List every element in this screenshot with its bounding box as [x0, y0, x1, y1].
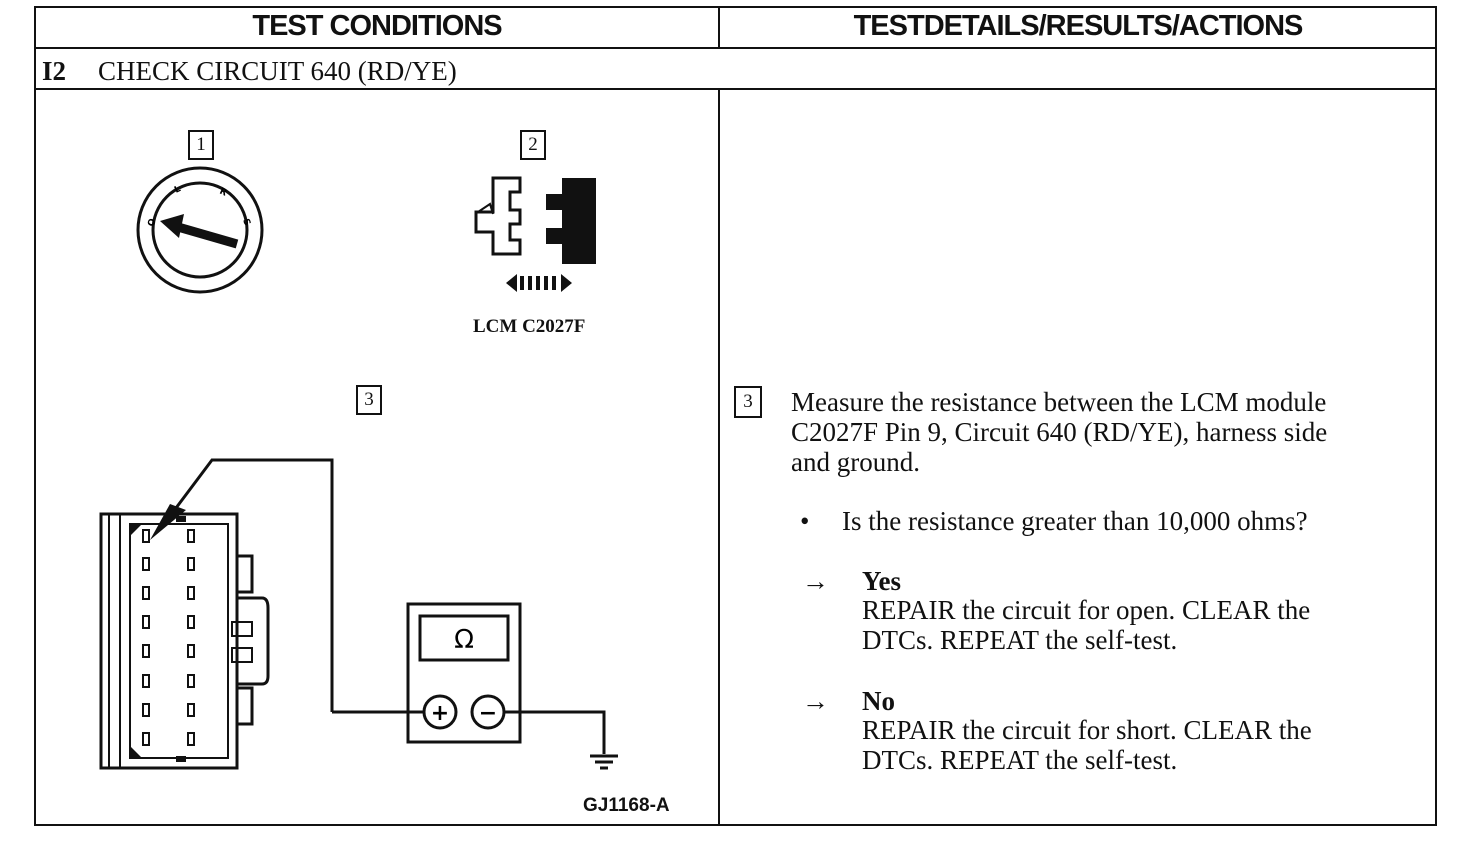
question-bullet: • [800, 506, 810, 536]
plus-terminal: + [431, 701, 449, 726]
ignition-switch-icon: O L R S [136, 166, 264, 294]
yes-arrow: → [802, 566, 829, 596]
connector-caption: LCM C2027F [473, 316, 586, 337]
probe-lead [150, 458, 334, 712]
header-test-conditions: TEST CONDITIONS [252, 10, 502, 42]
step-id: I2 [42, 56, 67, 86]
instruction-line-3: and ground. [791, 447, 920, 477]
step-divider [34, 88, 1437, 90]
ignition-label-r: R [218, 187, 229, 199]
yes-action-line-1: REPAIR the circuit for open. CLEAR the [862, 595, 1311, 625]
yes-action-line-2: DTCs. REPEAT the self-test. [862, 625, 1178, 655]
no-label: No [862, 686, 895, 716]
minus-terminal: − [479, 701, 497, 726]
illustration-box-1: 1 [188, 130, 214, 160]
ohmmeter-icon: Ω + − [332, 602, 522, 744]
harness-connector-icon [99, 512, 270, 770]
no-action-line-2: DTCs. REPEAT the self-test. [862, 745, 1178, 775]
figure-id: GJ1168-A [583, 795, 670, 816]
yes-label: Yes [862, 566, 901, 596]
column-divider-top [718, 6, 720, 48]
test-table [34, 6, 1437, 826]
no-arrow: → [802, 686, 829, 716]
column-divider-body [718, 88, 720, 826]
step-title: CHECK CIRCUIT 640 (RD/YE) [98, 56, 457, 86]
ignition-label-l: L [173, 184, 183, 196]
ground-icon [504, 710, 618, 770]
ignition-label-s: S [240, 218, 252, 228]
instruction-line-1: Measure the resistance between the LCM m… [791, 387, 1327, 417]
header-divider [34, 47, 1437, 49]
illustration-box-3: 3 [356, 385, 382, 415]
question-text: Is the resistance greater than 10,000 oh… [842, 506, 1308, 536]
ohm-symbol: Ω [454, 625, 474, 655]
connector-disconnect-icon [474, 176, 596, 292]
details-step-box: 3 [734, 386, 762, 418]
instruction-line-2: C2027F Pin 9, Circuit 640 (RD/YE), harne… [791, 417, 1328, 447]
header-test-details: TESTDETAILS/RESULTS/ACTIONS [853, 10, 1304, 42]
ignition-label-o: O [146, 217, 158, 228]
no-action-line-1: REPAIR the circuit for short. CLEAR the [862, 715, 1312, 745]
illustration-box-2: 2 [520, 130, 546, 160]
